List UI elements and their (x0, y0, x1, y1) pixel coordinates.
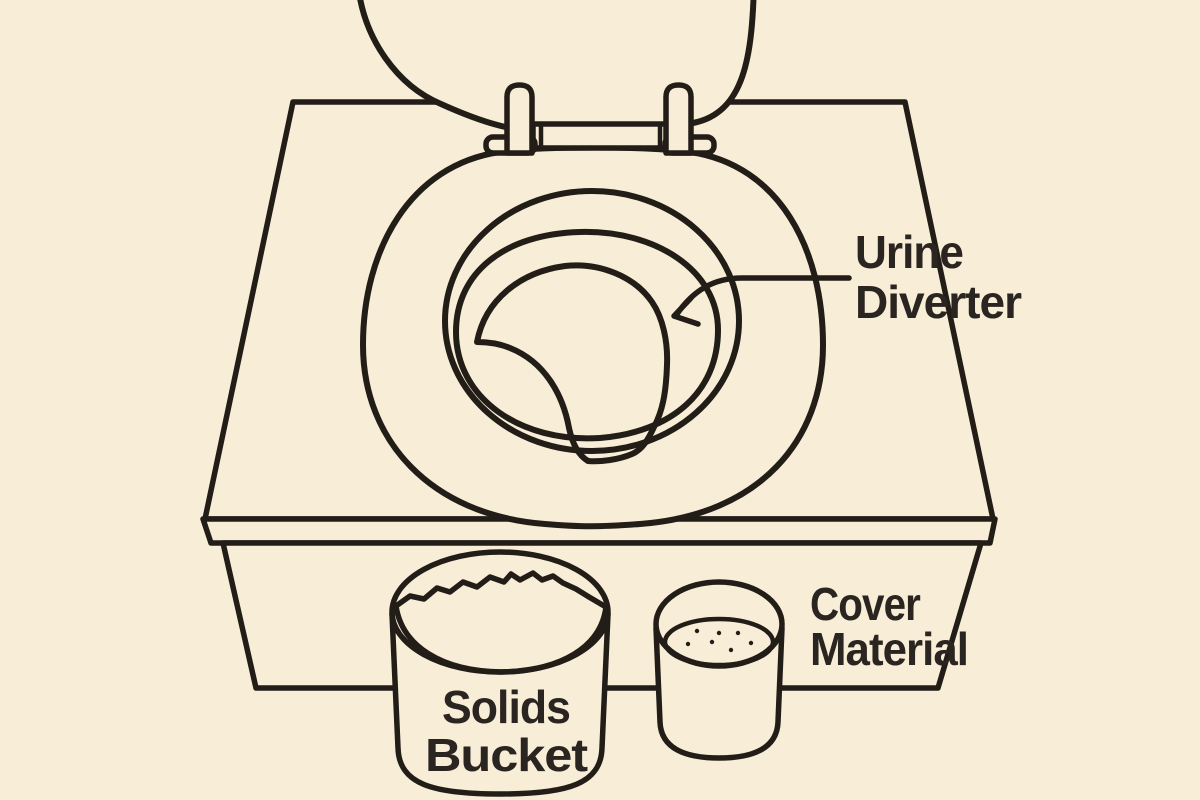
solids-bucket-label-line1: Solids (442, 681, 570, 733)
tabletop-edge-slab (200, 516, 998, 546)
urine-diverter-label-line2: Diverter (855, 276, 1022, 328)
hinge-bar (530, 121, 671, 151)
label-urine-diverter: Urine Diverter (855, 226, 1023, 328)
arrow-head-icon (671, 295, 701, 327)
cover-bucket-dots (685, 628, 754, 653)
urine-diverter-arrow (671, 275, 852, 327)
seat-opening (442, 188, 742, 454)
cover-material-bucket (653, 579, 785, 761)
urine-diverter-label-line1: Urine (855, 226, 963, 278)
hinge-assembly (483, 82, 717, 156)
solids-bucket-label-line2: Bucket (425, 729, 588, 781)
label-cover-material: Cover Material (810, 578, 969, 675)
hinge-post-right (663, 82, 694, 156)
cover-material-label-line2: Material (810, 623, 968, 675)
cover-material-label-line1: Cover (810, 578, 921, 630)
urine-diverter (474, 262, 671, 465)
solids-bucket-material (393, 570, 609, 675)
label-solids-bucket: Solids Bucket (425, 681, 589, 781)
cover-bucket-surface (662, 616, 776, 668)
solids-bucket (389, 549, 611, 797)
hinge-post-left (504, 82, 535, 156)
